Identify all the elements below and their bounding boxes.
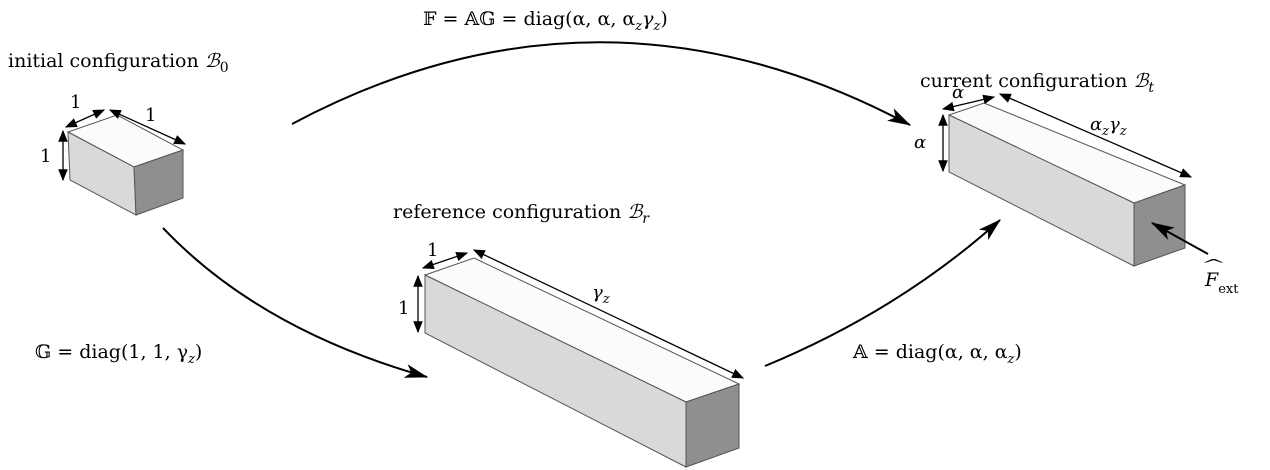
reference-height-label: 1 <box>398 298 409 319</box>
current-width-arrow <box>941 94 996 112</box>
current-length-label: αzγz <box>1090 114 1127 139</box>
initial-width-label: 1 <box>70 92 81 113</box>
current-block <box>947 102 1187 267</box>
reference-config-title: reference configuration ℬr <box>393 201 650 227</box>
reference-block <box>423 257 741 468</box>
map-G-arrow <box>162 227 429 378</box>
reference-width-arrow <box>421 251 469 270</box>
initial-block <box>66 114 185 216</box>
current-length-arrow <box>998 93 1193 178</box>
map-F-label: 𝔽 = 𝔸𝔾 = diag(α, α, αzγz) <box>423 8 668 34</box>
initial-height-label: 1 <box>40 146 51 167</box>
current-width-label: α <box>952 82 964 103</box>
initial-config-title: initial configuration ℬ0 <box>8 50 229 76</box>
initial-depth-arrow <box>108 109 187 145</box>
reference-block-end <box>685 383 740 468</box>
initial-width-arrow <box>64 109 106 128</box>
external-force-hat: ^ <box>1201 256 1227 272</box>
external-force-label: Fext <box>1204 269 1239 297</box>
map-F-arrow <box>291 41 912 126</box>
map-G-label: 𝔾 = diag(1, 1, γz) <box>35 341 202 367</box>
current-height-label: α <box>914 132 926 153</box>
initial-block-end <box>133 149 184 216</box>
current-config-title: current configuration ℬt <box>920 70 1154 96</box>
map-A-label: 𝔸 = diag(α, α, αz) <box>852 341 1022 367</box>
reference-length-label: γz <box>592 282 610 307</box>
initial-depth-label: 1 <box>145 105 156 126</box>
reference-length-arrow <box>472 249 745 379</box>
map-A-arrow <box>764 219 1001 367</box>
reference-width-label: 1 <box>427 240 438 261</box>
external-force-arrow <box>1150 222 1209 255</box>
